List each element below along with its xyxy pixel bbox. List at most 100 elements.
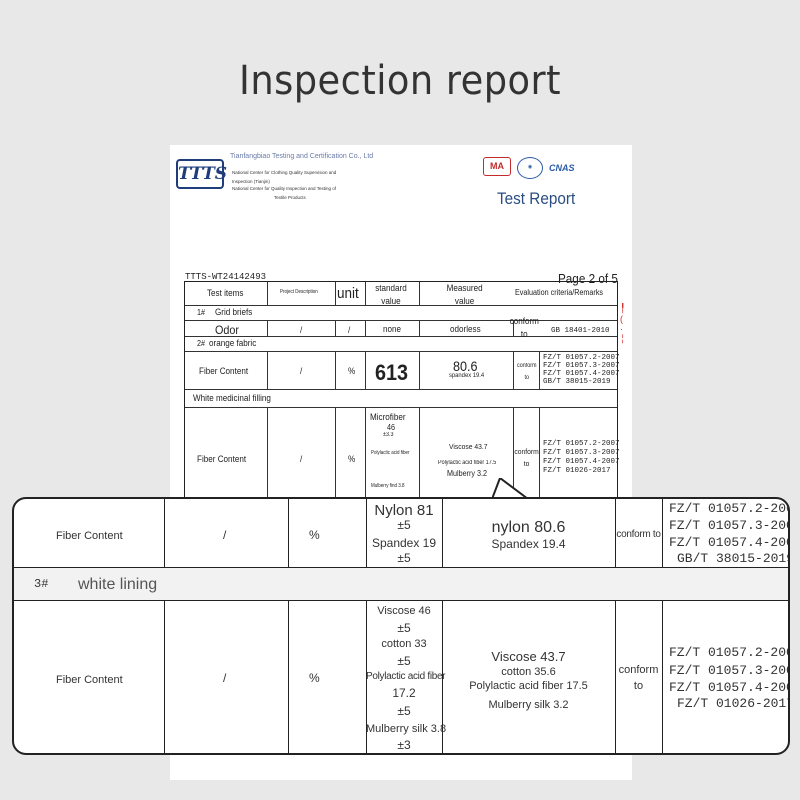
- fiber-desc: /: [300, 454, 303, 464]
- zoom-row2-standard: Viscose 46: [377, 605, 431, 617]
- zoom-row1-criteria: GB/T 38015-2019: [677, 551, 790, 566]
- odor-measured: odorless: [450, 324, 481, 334]
- zoom-row2-measured: Viscose 43.7: [491, 649, 566, 664]
- fiber-criteria: FZ/T 01057.2-2007: [543, 354, 620, 362]
- header-evaluation: Evaluation criteria/Remarks: [515, 288, 604, 297]
- zoom-row2-tolerance: ±3: [397, 738, 411, 752]
- header-standard-value: standard value: [375, 283, 407, 306]
- zoom-row2-criteria: FZ/T 01057.2-200: [669, 645, 790, 660]
- section-band: [14, 567, 788, 600]
- zoom-row2-unit: %: [309, 671, 320, 685]
- fiber-measured-sub: spandex 19.4: [449, 372, 485, 379]
- fiber-measured: Polylactic acid fiber 17.5: [438, 460, 497, 466]
- fiber-measured: Viscose 43.7: [449, 442, 488, 451]
- zoom-section-name: white lining: [78, 576, 158, 593]
- zoom-row1-desc: /: [223, 528, 227, 542]
- odor-unit: /: [348, 325, 351, 335]
- zoom-row2-criteria: FZ/T 01057.4-200: [669, 680, 790, 695]
- zoom-row2-tolerance: ±5: [397, 704, 411, 718]
- zoom-row2-desc: /: [223, 671, 227, 685]
- fiber-criteria: FZ/T 01026-2017: [543, 467, 611, 475]
- fiber-unit: %: [348, 454, 356, 464]
- fiber-unit: %: [348, 366, 356, 376]
- header-unit: unit: [337, 285, 359, 302]
- header-test-items: Test items: [207, 288, 244, 298]
- zoom-section-number: 3#: [34, 577, 49, 591]
- fiber-criteria: FZ/T 01057.4-2007: [543, 370, 620, 378]
- zoom-row1-criteria: FZ/T 01057.2-200: [669, 501, 790, 516]
- fiber-criteria: FZ/T 01057.4-2007: [543, 458, 620, 466]
- fiber-result: conform to: [517, 363, 537, 381]
- zoom-row1-unit: %: [309, 528, 320, 542]
- zoom-row1-standard: Spandex 19: [371, 536, 437, 550]
- zoom-row1-tolerance: ±5: [397, 551, 411, 565]
- red-stamp-icon: ╿(·╎: [620, 303, 626, 344]
- zoom-row2-criteria: FZ/T 01026-2017: [677, 696, 790, 711]
- fiber-result: conform to: [514, 447, 539, 468]
- ttts-logo: TTTS: [176, 159, 227, 189]
- zoom-row2-standard: 17.2: [392, 686, 416, 700]
- zoom-row1-measured: Spandex 19.4: [491, 537, 566, 551]
- zoom-row2-measured: Polylactic acid fiber 17.5: [469, 680, 588, 692]
- fiber-criteria: FZ/T 01057.3-2007: [543, 449, 620, 457]
- zoom-row2-result: to: [633, 680, 644, 692]
- odor-criteria: GB 18401-2010: [551, 327, 610, 335]
- org-line: Inspection (Tianjin): [232, 179, 270, 184]
- zoom-row1-standard: Nylon 81: [374, 502, 434, 519]
- org-line: National Center for Quality Inspection a…: [232, 186, 336, 191]
- section-name: White medicinal filling: [193, 393, 271, 403]
- zoom-row1-criteria: FZ/T 01057.3-200: [669, 518, 790, 533]
- cnas-logo: CNAS: [549, 163, 575, 173]
- zoom-row1-measured: nylon 80.6: [491, 519, 566, 536]
- report-number: TTTS-WT24142493: [185, 272, 267, 282]
- zoom-row2-item: Fiber Content: [56, 674, 123, 686]
- odor-result: conform to: [509, 316, 539, 339]
- section-name: Grid briefs: [215, 307, 253, 317]
- zoomed-table-callout: Fiber Content / % Nylon 81 ±5 Spandex 19…: [12, 497, 790, 755]
- page-title: Inspection report: [239, 58, 561, 104]
- fiber-item: Fiber Content: [199, 366, 249, 376]
- fiber-item: Fiber Content: [197, 454, 247, 464]
- org-line: National Center for Clothing Quality Sup…: [232, 170, 337, 175]
- page-number: Page 2 of 5: [558, 271, 618, 286]
- odor-standard: none: [383, 324, 402, 334]
- org-name: Tianfangbiao Testing and Certification C…: [230, 153, 374, 160]
- fiber-standard: Polylactic acid fiber: [371, 450, 410, 456]
- odor-item: Odor: [215, 323, 240, 337]
- zoom-row2-tolerance: ±5: [397, 654, 411, 668]
- fiber-standard: 46: [387, 423, 396, 432]
- fiber-desc: /: [300, 366, 303, 376]
- fiber-criteria: FZ/T 01057.3-2007: [543, 362, 620, 370]
- zoom-row2-tolerance: ±5: [397, 621, 411, 635]
- section-number: 1#: [197, 308, 206, 317]
- odor-desc: /: [300, 325, 303, 335]
- fiber-standard: ±3.3: [383, 432, 394, 438]
- fiber-criteria: GB/T 38015-2019: [543, 378, 611, 386]
- original-results-table: Test items Project Description unit stan…: [184, 281, 620, 633]
- fiber-standard: Microfiber: [370, 412, 406, 422]
- fiber-standard: Mulberry find 3.8: [371, 483, 405, 489]
- zoom-row2-criteria: FZ/T 01057.3-200: [669, 663, 790, 678]
- zoom-row2-standard: cotton 33: [381, 638, 427, 650]
- zoom-row2-result: conform: [618, 664, 659, 676]
- zoom-row1-result: conform to: [616, 529, 661, 540]
- fiber-measured: Mulberry 3.2: [447, 469, 488, 478]
- zoom-row1-item: Fiber Content: [56, 530, 123, 542]
- zoom-row2-standard: Mulberry silk 3.8: [366, 723, 447, 735]
- zoom-row2-measured: cotton 35.6: [501, 666, 556, 678]
- zoom-row2-measured: Mulberry silk 3.2: [488, 699, 569, 711]
- fiber-measured: 80.6: [453, 358, 478, 374]
- zoom-row1-tolerance: ±5: [397, 518, 411, 532]
- section-number: 2#: [197, 339, 206, 348]
- zoom-row2-standard: Polylactic acid fiber: [366, 671, 446, 682]
- section-name: orange fabric: [209, 338, 257, 348]
- org-line: Textile Products: [274, 195, 306, 200]
- fiber-criteria: FZ/T 01057.2-2007: [543, 440, 620, 448]
- ilac-seal-icon: ◉: [517, 157, 543, 179]
- test-report-heading: Test Report: [497, 189, 576, 208]
- header-project-description: Project Description: [280, 289, 318, 295]
- header-measured-value: Measured value: [446, 283, 483, 306]
- fiber-standard: 613: [375, 360, 409, 385]
- zoom-row1-criteria: FZ/T 01057.4-200: [669, 535, 790, 550]
- cma-logo: MA: [483, 157, 511, 176]
